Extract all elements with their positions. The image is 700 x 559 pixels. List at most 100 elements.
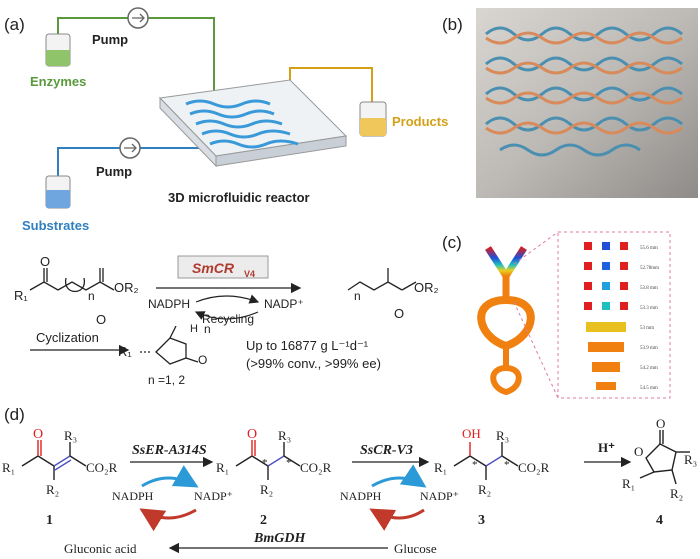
scale-label: 54.2 mm — [640, 366, 658, 371]
panel-d: (d) O R₁ R₃ CO₂R R₂ 1 SsER-A314S — [2, 405, 697, 556]
c1-r1: R₁ — [2, 460, 15, 475]
pump-top-icon — [127, 7, 149, 29]
panel-c-label: (c) — [442, 233, 462, 252]
product-or2: OR₂ — [414, 280, 439, 295]
substrates-label: Substrates — [22, 218, 89, 233]
product-n: n — [354, 289, 361, 303]
pump-bottom-icon — [119, 137, 141, 159]
scale-label: 53.8 mm — [640, 286, 658, 291]
nadph-label: NADPH — [148, 297, 190, 311]
hydroxy-ester-structure — [347, 268, 417, 291]
c2-star: * — [262, 457, 268, 469]
enzyme-main-label: SmCR — [192, 260, 235, 276]
inlet-heart-shape — [477, 246, 535, 396]
c3-number: 3 — [478, 513, 485, 528]
cycle2-red-arrow — [369, 508, 425, 531]
c1-r3: R₃ — [64, 428, 77, 443]
hplus-label: H⁺ — [598, 440, 615, 455]
c3-oh: OH — [462, 426, 481, 441]
enzymes-label: Enzymes — [30, 74, 86, 89]
nadp-label: NADP⁺ — [264, 297, 304, 311]
lactone-o: O — [198, 353, 207, 367]
lactone-nh: n — [204, 322, 211, 336]
panel-b-label: (b) — [442, 15, 463, 34]
nadph-1: NADPH — [112, 489, 154, 503]
bmgdh-label: BmGDH — [253, 531, 306, 546]
recycling-label: Recycling — [202, 312, 254, 326]
enzyme1-label: SsER-A314S — [132, 443, 207, 458]
c1-co2r: CO₂R — [86, 460, 118, 475]
panel-d-label: (d) — [4, 405, 25, 424]
compound-4-structure — [639, 430, 690, 485]
c2-number: 2 — [260, 513, 267, 528]
zoom-box — [557, 231, 671, 399]
substrate-n: n — [88, 289, 95, 303]
c2-star: * — [286, 457, 292, 469]
cyclization-label: Cyclization — [36, 330, 99, 345]
panel-c: (c) 55.6 mm 52.78mm 53.8 mm 53.3 mm 53 m… — [442, 231, 671, 399]
c3-r3: R₃ — [496, 428, 509, 443]
scale-label: 54.5 mm — [640, 386, 658, 391]
scale-label: 53 mm — [640, 326, 654, 331]
conversion-text: (>99% conv., >99% ee) — [246, 356, 381, 371]
panel-a: (a) Enzymes Pump Pump Substrates — [4, 7, 448, 387]
nadph-2: NADPH — [340, 489, 382, 503]
c3-r2: R₂ — [478, 482, 491, 497]
c1-number: 1 — [46, 513, 53, 528]
gradient-bars — [584, 242, 628, 390]
c2-r1: R₁ — [216, 460, 229, 475]
nadp-1: NADP⁺ — [194, 489, 233, 503]
enzymes-line — [57, 17, 215, 96]
panel-b: (b) — [442, 8, 698, 198]
compound-2-structure — [235, 440, 301, 480]
enzyme-box — [177, 255, 269, 279]
c4-o-carbonyl: O — [656, 416, 665, 431]
c4-number: 4 — [656, 513, 663, 528]
substrate-o1: O — [40, 254, 50, 269]
reactor-label: 3D microfluidic reactor — [168, 190, 310, 205]
cofactor-cycle-bottom — [194, 311, 259, 320]
scale-label: 55.6 mm — [640, 246, 658, 251]
c1-o: O — [33, 427, 43, 442]
cycle1-red-arrow — [139, 508, 197, 532]
compound-3-structure — [453, 442, 519, 480]
photo-channels — [485, 26, 683, 157]
panel-a-label: (a) — [4, 15, 25, 34]
product-o: O — [394, 306, 404, 321]
lactone-h: H — [190, 323, 198, 335]
c3-r1: R₁ — [434, 460, 447, 475]
c4-r2: R₂ — [670, 486, 683, 501]
gluconic-acid-label: Gluconic acid — [64, 541, 137, 556]
microfluidic-reactor — [158, 79, 348, 168]
c3-co2r: CO₂R — [518, 460, 550, 475]
c2-co2r: CO₂R — [300, 460, 332, 475]
cofactor-cycle-top — [195, 294, 260, 304]
substrate-r1: R₁ — [14, 288, 28, 303]
c1-r2: R₂ — [46, 482, 59, 497]
c4-o-ring: O — [634, 444, 643, 459]
enzyme-sub-label: V4 — [244, 269, 255, 279]
yield-text: Up to 16877 g L⁻¹d⁻¹ — [246, 338, 369, 353]
cycle2-blue-arrow — [371, 464, 427, 488]
c3-star: * — [472, 459, 478, 471]
keto-ester-structure — [29, 268, 115, 293]
lactone-r1: R₁ — [118, 344, 132, 359]
substrates-vial — [45, 175, 71, 209]
c2-o: O — [247, 427, 257, 442]
scale-label: 53.9 mm — [640, 346, 658, 351]
scale-labels: 55.6 mm 52.78mm 53.8 mm 53.3 mm 53 mm 53… — [640, 246, 659, 391]
glucose-label: Glucose — [394, 541, 437, 556]
enzymes-vial — [45, 33, 71, 67]
products-label: Products — [392, 114, 448, 129]
n-values: n =1, 2 — [148, 373, 185, 387]
substrate-or2: OR₂ — [114, 280, 139, 295]
pump-bottom-label: Pump — [96, 164, 132, 179]
enzyme2-label: SsCR-V3 — [360, 443, 413, 458]
compound-1-structure — [21, 440, 87, 480]
scale-label: 52.78mm — [640, 266, 659, 271]
lactone-structure — [140, 325, 199, 365]
c4-r3: R₃ — [684, 452, 697, 467]
c4-r1: R₁ — [622, 476, 635, 491]
c2-r2: R₂ — [260, 482, 273, 497]
